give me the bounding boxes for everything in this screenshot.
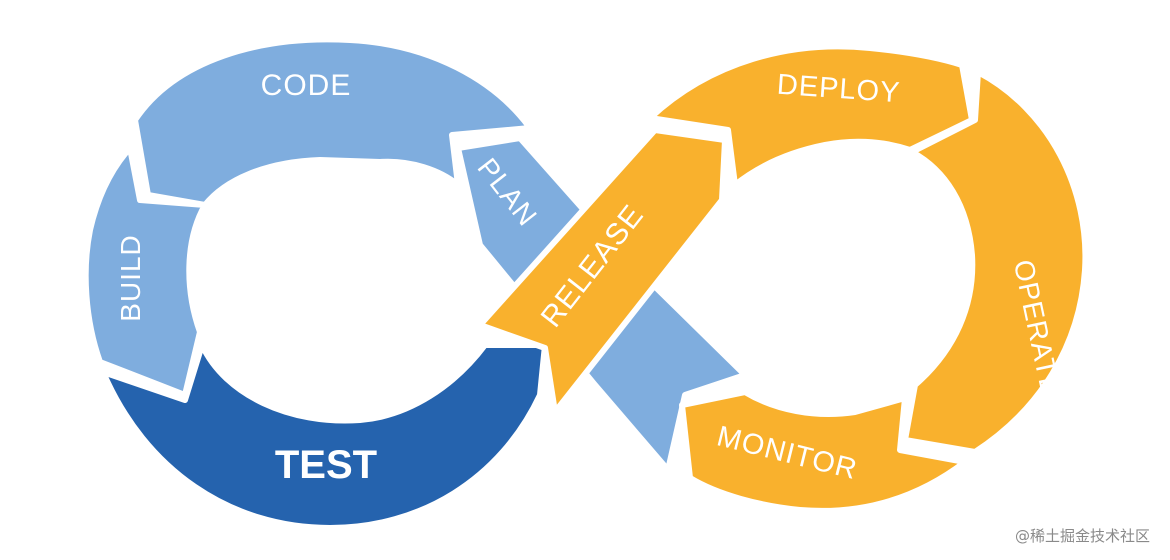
watermark-text: @稀土掘金技术社区 <box>1014 527 1150 545</box>
segment-release <box>477 127 728 415</box>
label-code: CODE <box>261 69 352 102</box>
label-build: BUILD <box>115 234 146 321</box>
label-test: TEST <box>275 443 377 487</box>
segment-monitor <box>679 389 968 514</box>
segment-operate <box>902 69 1089 455</box>
segment-test <box>100 342 548 531</box>
segment-deploy <box>647 43 975 188</box>
segment-code <box>132 36 533 208</box>
segment-build <box>82 145 208 398</box>
